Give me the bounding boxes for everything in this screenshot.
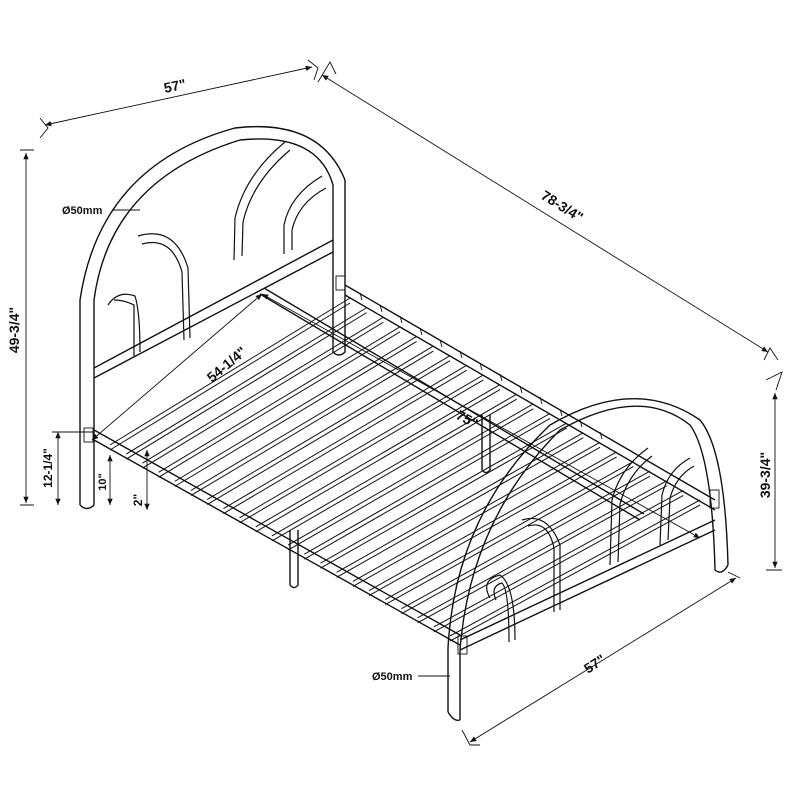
- slat: [401, 470, 651, 610]
- slat: [417, 485, 667, 624]
- slat: [384, 461, 634, 601]
- dimension-labels: 57" 78-3/4" 49-3/4" 39-3/4" 57" 54-1/4" …: [6, 76, 773, 683]
- label-leg-clearance: 10": [97, 473, 109, 490]
- slat: [449, 499, 701, 637]
- slat: [158, 331, 401, 478]
- label-tube-headboard: Ø50mm: [62, 205, 103, 217]
- label-bottom-width: 57": [581, 651, 608, 677]
- side-rails: [93, 284, 716, 646]
- slat: [368, 451, 617, 591]
- label-headboard-height: 49-3/4": [6, 307, 22, 353]
- label-slat-drop: 2": [131, 494, 145, 506]
- slat: [125, 307, 367, 455]
- slat: [384, 466, 634, 606]
- slat: [142, 316, 384, 464]
- label-overall-length: 78-3/4": [538, 187, 586, 225]
- bed-frame: [79, 125, 729, 722]
- slat: [174, 341, 417, 487]
- slat: [433, 494, 684, 633]
- label-inner-length: 75": [454, 407, 481, 432]
- slats: [109, 297, 701, 642]
- slat: [433, 489, 684, 628]
- slat: [417, 480, 667, 619]
- label-rail-height: 12-1/4": [41, 448, 55, 488]
- dimension-lines: [20, 59, 783, 746]
- slat: [142, 321, 384, 469]
- label-footboard-height: 39-3/4": [757, 452, 773, 498]
- headboard: [79, 125, 346, 510]
- slat: [125, 312, 367, 460]
- label-tube-footboard: Ø50mm: [372, 671, 413, 683]
- slat: [352, 441, 601, 582]
- label-top-width: 57": [162, 76, 187, 96]
- slat: [368, 456, 617, 596]
- slat: [449, 504, 701, 642]
- slat: [109, 302, 351, 451]
- slat: [336, 432, 584, 573]
